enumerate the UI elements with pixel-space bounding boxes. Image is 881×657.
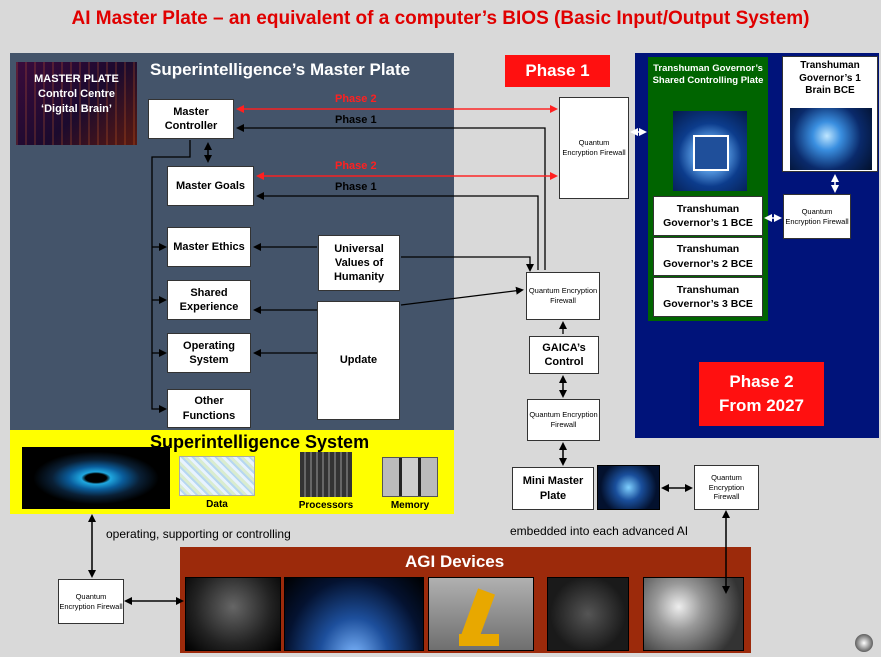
brain-bce-label: Transhuman Governor’s 1 Brain BCE xyxy=(799,60,861,96)
logo-line: Control Centre xyxy=(38,87,115,100)
left-note: operating, supporting or controlling xyxy=(106,527,291,541)
corner-logo-icon xyxy=(855,634,873,652)
shared-controlling-plate-label: Transhuman Governor’s Shared Controlling… xyxy=(652,63,764,86)
robot-icon xyxy=(547,577,629,651)
universal-values-box: Universal Values of Humanity xyxy=(318,235,400,291)
firewall-box: Quantum Encryption Firewall xyxy=(58,579,124,624)
data-graphic xyxy=(179,456,255,496)
page-title: AI Master Plate – an equivalent of a com… xyxy=(71,8,810,29)
eye-icon xyxy=(22,447,170,509)
governor-1-bce-box: Transhuman Governor’s 1 BCE xyxy=(653,196,763,236)
phase2-line-label: Phase 2 xyxy=(335,93,377,105)
phase2-badge-line: From 2027 xyxy=(718,396,805,415)
robot-icon xyxy=(185,577,281,651)
shared-experience-box: Shared Experience xyxy=(167,280,251,320)
update-box: Update xyxy=(317,301,400,420)
phase1-badge: Phase 1 xyxy=(505,55,610,87)
phase1-line-label: Phase 1 xyxy=(335,114,377,126)
hard-drive-icon xyxy=(382,457,438,497)
governor-3-bce-box: Transhuman Governor’s 3 BCE xyxy=(653,277,763,317)
phase2-badge: Phase 2 From 2027 xyxy=(699,362,824,426)
agi-heading: AGI Devices xyxy=(405,552,505,571)
right-note: embedded into each advanced AI xyxy=(510,524,689,538)
phase2-line-label: Phase 2 xyxy=(335,160,377,172)
chip-icon xyxy=(673,111,747,191)
firewall-box: Quantum Encryption Firewall xyxy=(559,97,629,199)
master-controller-box: Master Controller xyxy=(148,99,234,139)
memory-label: Memory xyxy=(390,500,430,511)
master-plate-logo: MASTER PLATE Control Centre ‘Digital Bra… xyxy=(16,62,137,145)
firewall-box: Quantum Encryption Firewall xyxy=(694,465,759,510)
processors-label: Processors xyxy=(298,500,354,511)
firewall-box: Quantum Encryption Firewall xyxy=(526,272,600,320)
governor-2-bce-box: Transhuman Governor’s 2 BCE xyxy=(653,237,763,276)
robot-arm-icon xyxy=(428,577,534,651)
firewall-box: Quantum Encryption Firewall xyxy=(783,194,851,239)
firewall-box: Quantum Encryption Firewall xyxy=(527,399,600,441)
brain-icon xyxy=(790,108,872,170)
logo-line: ‘Digital Brain’ xyxy=(41,102,112,115)
soundwave-image xyxy=(597,465,660,510)
system-heading: Superintelligence System xyxy=(150,432,370,452)
gaica-control-box: GAICA’s Control xyxy=(529,336,599,374)
server-rack-icon xyxy=(300,452,352,497)
operating-system-box: Operating System xyxy=(167,333,251,373)
master-goals-box: Master Goals xyxy=(167,166,254,206)
data-label: Data xyxy=(206,499,228,510)
other-functions-box: Other Functions xyxy=(167,389,251,428)
logo-line: MASTER PLATE xyxy=(34,73,119,85)
master-ethics-box: Master Ethics xyxy=(167,227,251,267)
globe-icon xyxy=(284,577,424,651)
master-plate-heading: Superintelligence’s Master Plate xyxy=(150,60,411,79)
phase2-badge-line: Phase 2 xyxy=(729,372,794,392)
phase1-line-label: Phase 1 xyxy=(335,181,377,193)
mini-master-plate-box: Mini Master Plate xyxy=(512,467,594,510)
